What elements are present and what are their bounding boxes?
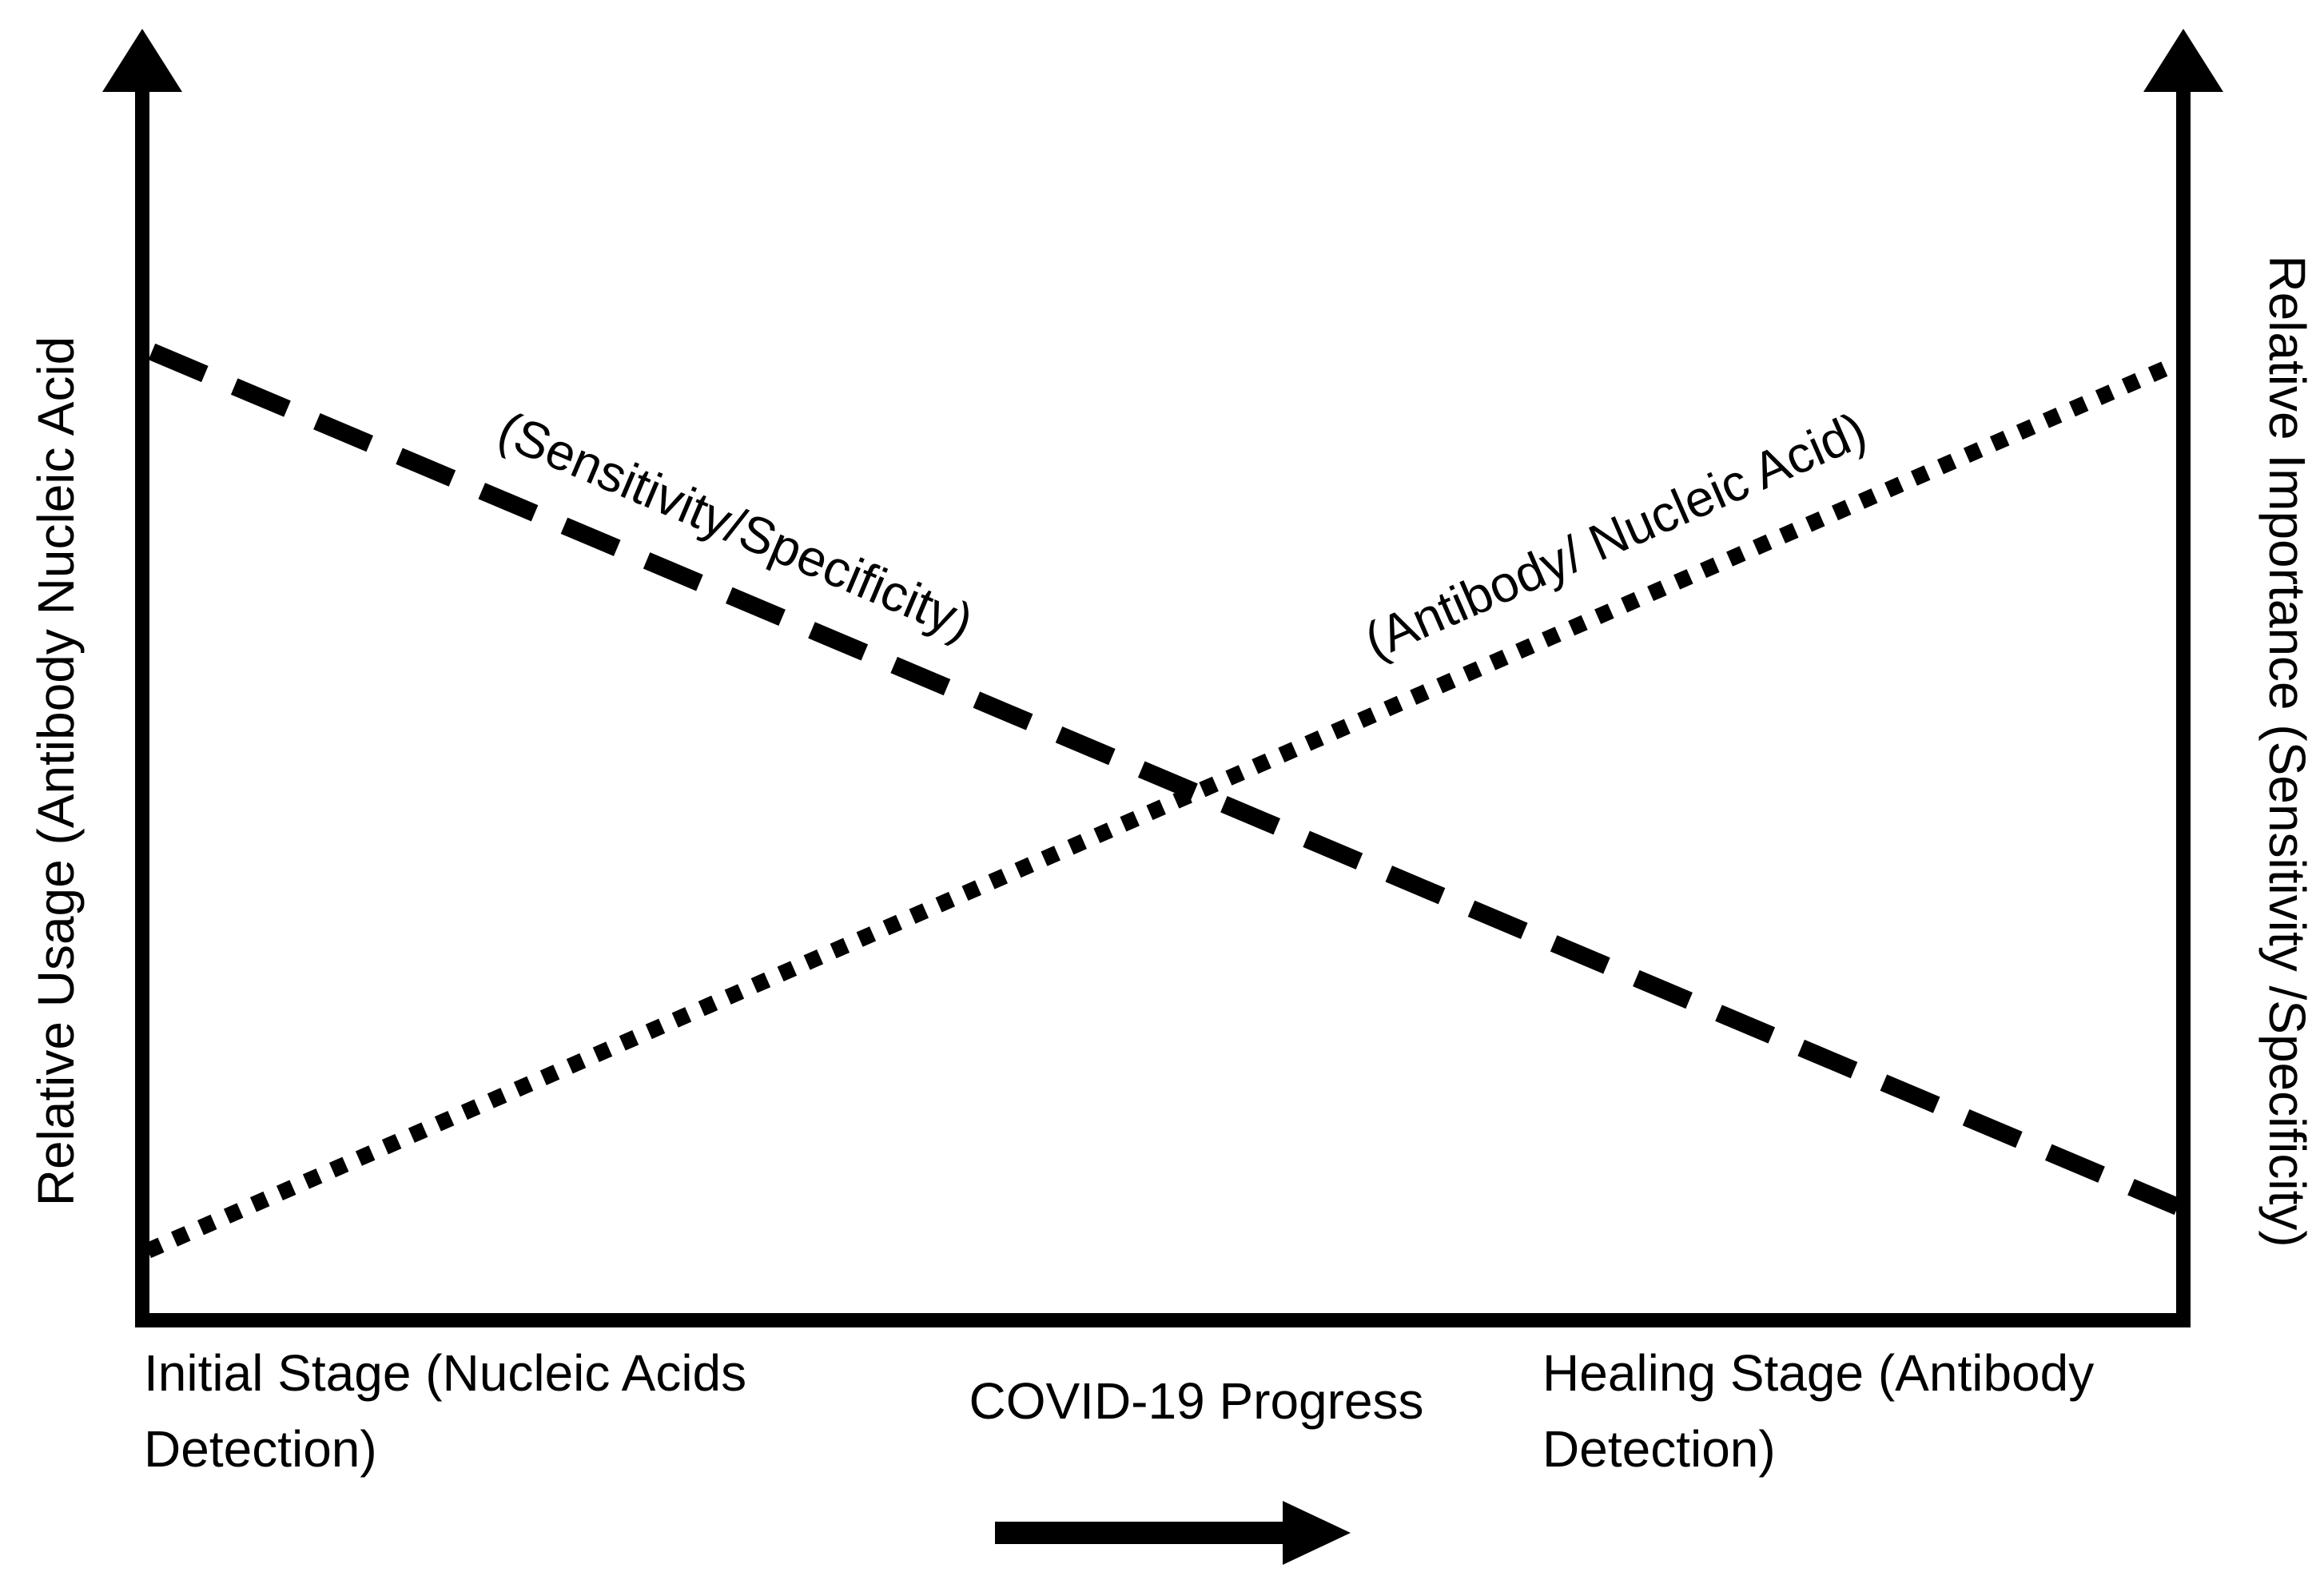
left-axis-arrowhead [102, 29, 182, 92]
dashed-line-label: (Sensitivity/Specificity) [490, 400, 981, 651]
progress-arrow [995, 1501, 1351, 1565]
x-end-label-line1: Healing Stage (Antibody [1542, 1344, 2094, 1402]
right-axis-label: Relative Importance (Sensitivity /Specif… [2258, 255, 2316, 1247]
x-axis-title: COVID-19 Progress [969, 1372, 1423, 1430]
x-end-label-line2: Detection) [1542, 1420, 1776, 1478]
x-start-label-line2: Detection) [144, 1420, 377, 1478]
left-axis-label: Relative Usage (Antibody Nucleic Acid [27, 336, 85, 1207]
left-axis [102, 29, 182, 1320]
dashed-decreasing-line [148, 343, 2182, 1216]
right-axis [2143, 29, 2223, 1320]
x-start-label-line1: Initial Stage (Nucleic Acids [144, 1344, 746, 1402]
dotted-increasing-line [144, 360, 2171, 1259]
right-axis-arrowhead [2143, 29, 2223, 92]
progress-arrow-head [1283, 1501, 1351, 1565]
